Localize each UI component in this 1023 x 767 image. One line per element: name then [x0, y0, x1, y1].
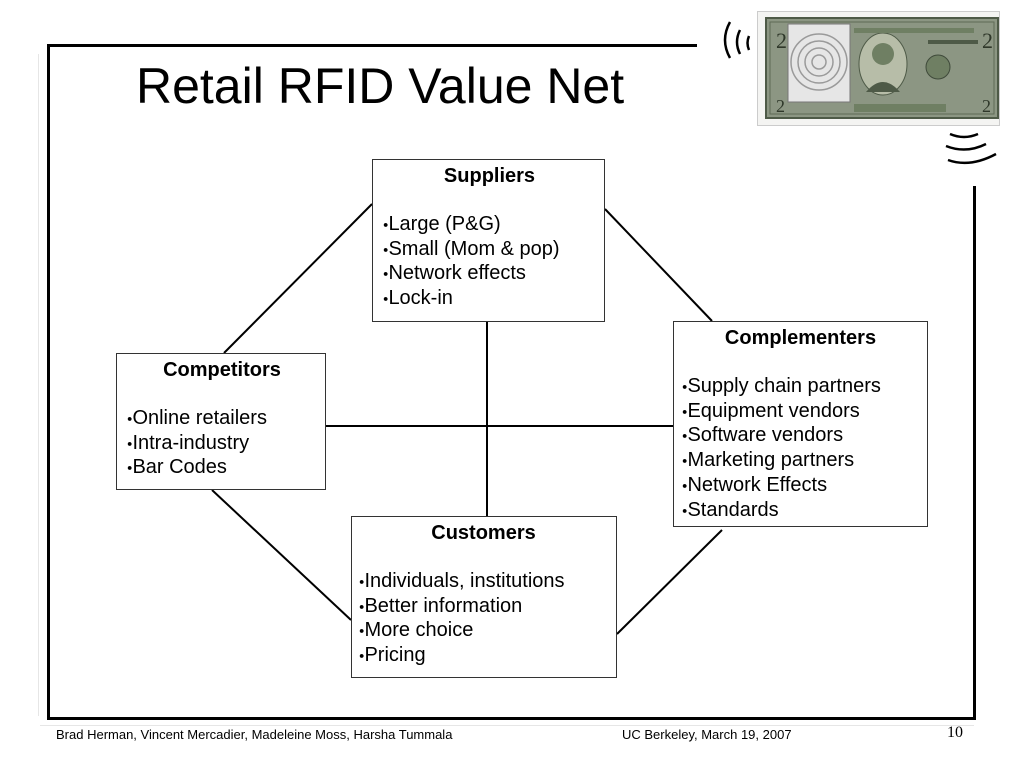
list-item-text: Online retailers	[132, 407, 267, 429]
list-item-text: Better information	[364, 594, 523, 617]
list-item: ●More choice	[359, 618, 608, 643]
list-item-text: Small (Mom & pop)	[388, 237, 560, 260]
list-item-text: Individuals, institutions	[364, 570, 565, 592]
frame-shadow-left	[38, 54, 39, 716]
customers-list: ●Individuals, institutions ●Better infor…	[359, 569, 608, 668]
bullet-icon: ●	[359, 626, 365, 637]
bullet-icon: ●	[383, 293, 389, 304]
suppliers-title: Suppliers	[443, 165, 536, 187]
two-dollar-bill-graphic: 2 2 2 2	[765, 17, 999, 119]
footer-event: UC Berkeley, March 19, 2007	[622, 727, 792, 742]
svg-text:2: 2	[982, 96, 991, 116]
list-item-text: Equipment vendors	[687, 399, 860, 422]
radio-wave-icon	[723, 21, 751, 59]
list-item-text: Supply chain partners	[687, 375, 881, 397]
bullet-icon: ●	[127, 413, 133, 424]
list-item: ●Online retailers	[127, 406, 317, 431]
list-item: ●Individuals, institutions	[359, 569, 608, 594]
bullet-icon: ●	[682, 505, 688, 516]
list-item-text: Large (P&G)	[388, 213, 501, 235]
list-item: ●Bar Codes	[127, 455, 317, 480]
bullet-icon: ●	[682, 480, 688, 491]
svg-text:2: 2	[776, 96, 785, 116]
svg-text:2: 2	[776, 28, 787, 53]
connector-customers-complementers	[616, 529, 723, 635]
customers-title: Customers	[431, 522, 536, 544]
list-item: ●Network effects	[383, 261, 596, 286]
list-item: ●Software vendors	[682, 423, 919, 448]
frame-top-border	[47, 44, 697, 47]
bullet-icon: ●	[383, 244, 389, 255]
suppliers-box: Suppliers ●Large (P&G) ●Small (Mom & pop…	[372, 159, 605, 322]
bullet-icon: ●	[127, 463, 133, 474]
bullet-icon: ●	[682, 431, 688, 442]
list-item: ●Marketing partners	[682, 448, 919, 473]
competitors-list: ●Online retailers ●Intra-industry ●Bar C…	[127, 406, 317, 480]
connector-suppliers-competitors	[223, 203, 373, 354]
frame-left-border	[47, 44, 50, 720]
complementers-list: ●Supply chain partners ●Equipment vendor…	[682, 374, 919, 522]
bullet-icon: ●	[383, 269, 389, 280]
svg-text:2: 2	[982, 28, 993, 53]
page-number: 10	[947, 724, 963, 741]
list-item-text: Marketing partners	[687, 449, 855, 472]
list-item-text: Intra-industry	[132, 431, 250, 454]
bullet-icon: ●	[682, 406, 688, 417]
list-item-text: Standards	[687, 498, 779, 521]
slide-title: Retail RFID Value Net	[136, 58, 625, 114]
bullet-icon: ●	[383, 219, 389, 230]
two-dollar-bill-image: 2 2 2 2	[757, 11, 1000, 126]
bullet-icon: ●	[682, 455, 688, 466]
competitors-title: Competitors	[163, 359, 281, 381]
bullet-icon: ●	[359, 576, 365, 587]
list-item-text: Software vendors	[687, 424, 844, 447]
frame-right-border	[973, 186, 976, 720]
list-item: ●Intra-industry	[127, 431, 317, 456]
connector-competitors-customers	[211, 489, 352, 621]
list-item: ●Equipment vendors	[682, 399, 919, 424]
bullet-icon: ●	[682, 381, 688, 392]
list-item: ●Pricing	[359, 643, 608, 668]
frame-shadow-bottom	[40, 725, 974, 726]
list-item: ●Network Effects	[682, 473, 919, 498]
complementers-box: Complementers ●Supply chain partners ●Eq…	[673, 321, 928, 527]
complementers-title: Complementers	[724, 327, 877, 349]
list-item: ●Small (Mom & pop)	[383, 237, 596, 262]
bullet-icon: ●	[359, 650, 365, 661]
frame-bottom-border	[47, 717, 976, 720]
list-item-text: Lock-in	[388, 287, 453, 310]
competitors-box: Competitors ●Online retailers ●Intra-ind…	[116, 353, 326, 490]
suppliers-list: ●Large (P&G) ●Small (Mom & pop) ●Network…	[383, 212, 596, 311]
bullet-icon: ●	[359, 601, 365, 612]
list-item: ●Supply chain partners	[682, 374, 919, 399]
connector-suppliers-complementers	[604, 208, 713, 322]
list-item-text: Network effects	[388, 262, 526, 285]
list-item-text: Bar Codes	[132, 456, 227, 479]
footer-authors: Brad Herman, Vincent Mercadier, Madelein…	[56, 727, 453, 742]
list-item: ●Lock-in	[383, 286, 596, 311]
list-item-text: More choice	[364, 619, 474, 642]
radio-wave-icon	[945, 132, 997, 165]
list-item: ●Better information	[359, 594, 608, 619]
bullet-icon: ●	[127, 438, 133, 449]
customers-box: Customers ●Individuals, institutions ●Be…	[351, 516, 617, 678]
list-item-text: Pricing	[364, 644, 426, 667]
list-item: ●Large (P&G)	[383, 212, 596, 237]
list-item: ●Standards	[682, 498, 919, 523]
list-item-text: Network Effects	[687, 473, 828, 496]
